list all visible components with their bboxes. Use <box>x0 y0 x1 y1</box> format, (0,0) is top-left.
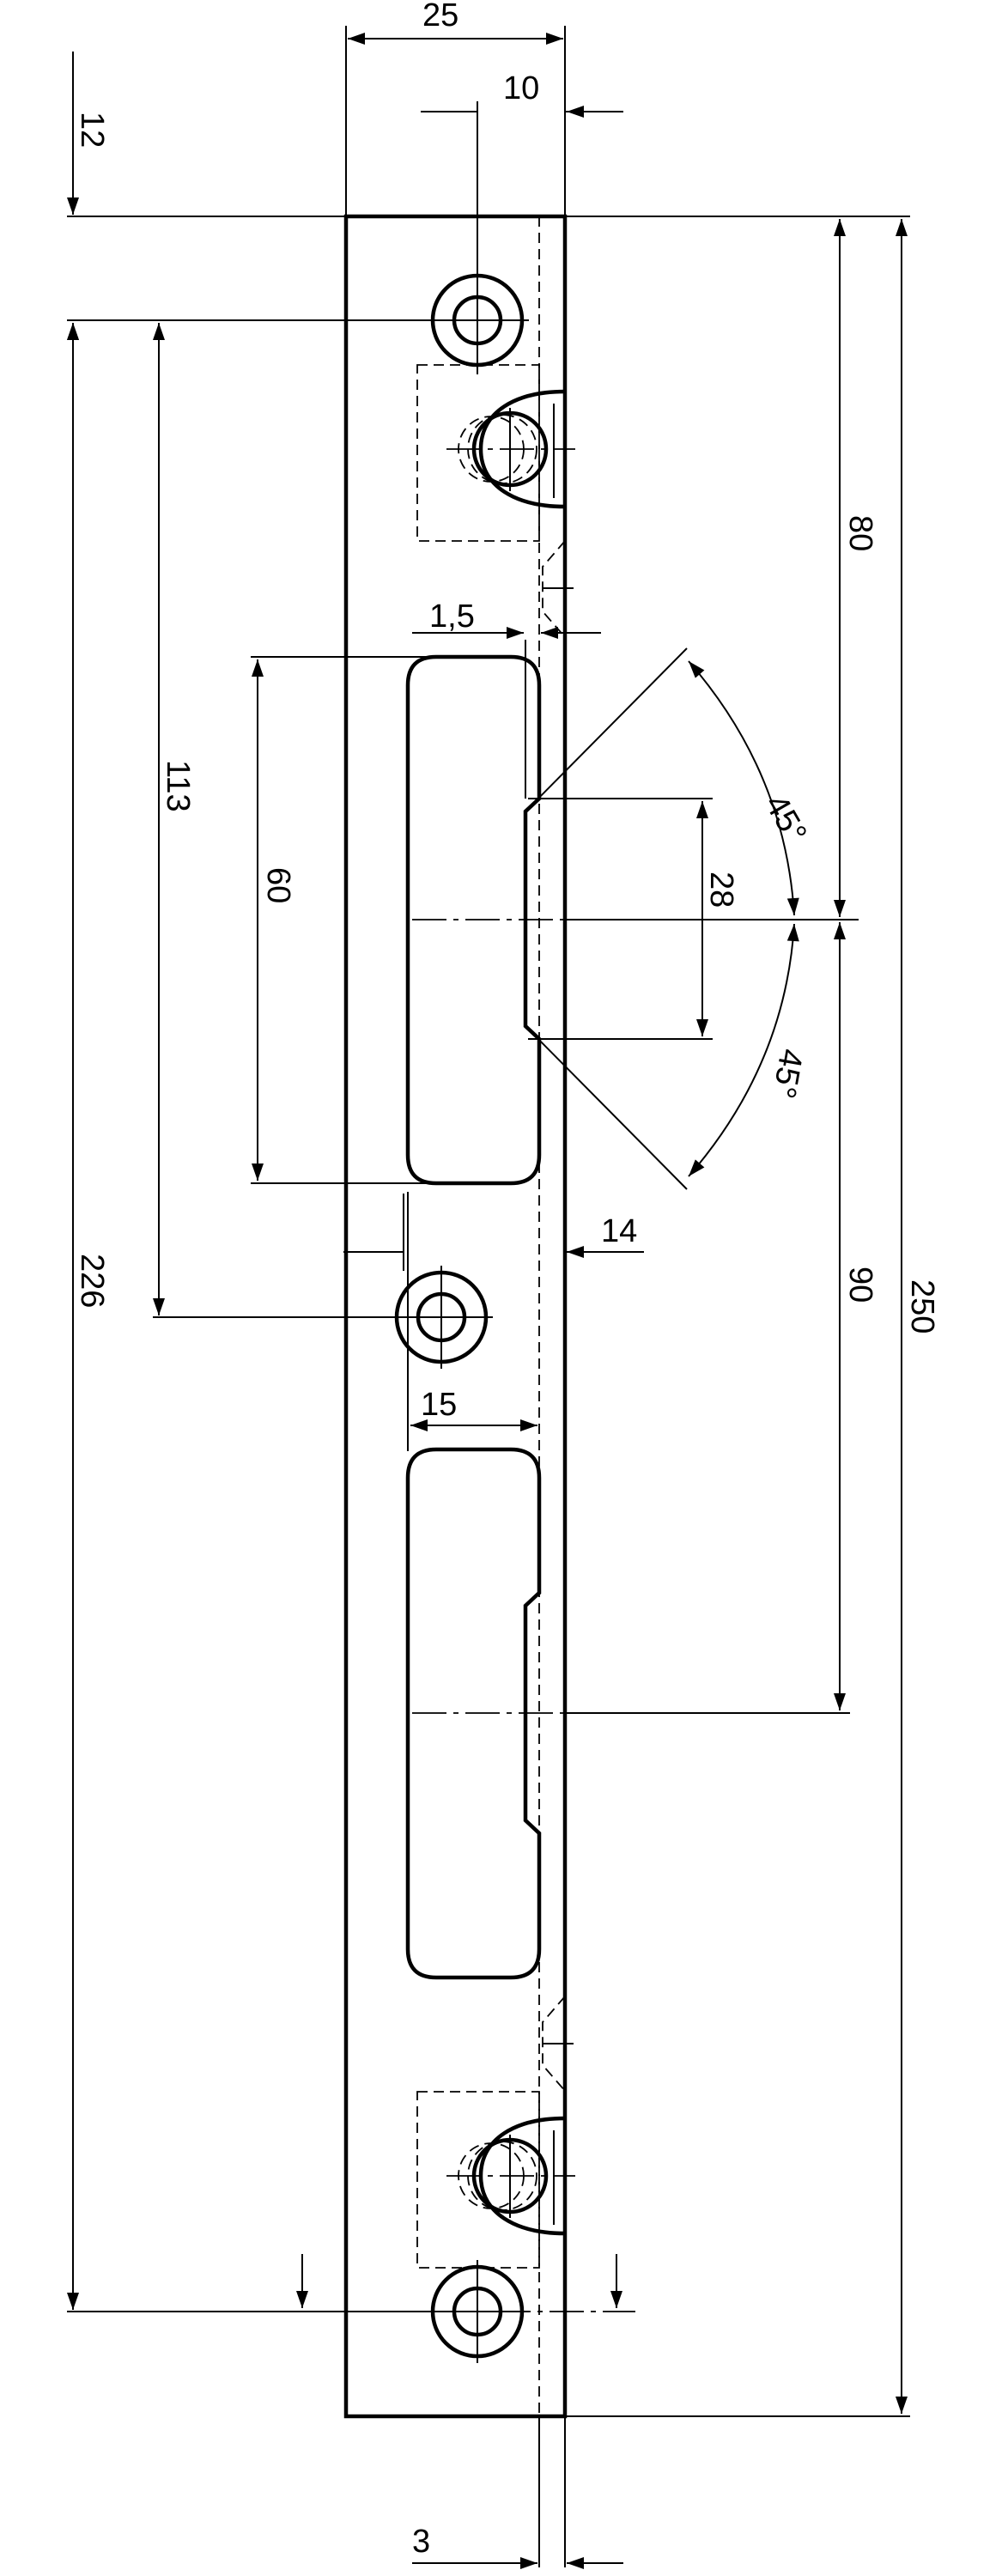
dimension-full-spacing: 226 <box>67 323 429 2312</box>
dim-label-top-to-latch: 80 <box>842 515 878 551</box>
dimension-center-hole-offset: 14 <box>343 1194 644 1271</box>
edge-chamfer-bottom <box>542 1996 574 2092</box>
dimension-cutout-length: 60 <box>251 656 434 1184</box>
dimension-angle-lower: 45° <box>525 923 809 1190</box>
dimension-total-width: 25 <box>345 0 566 215</box>
dimension-cutout-width: 15 <box>407 1192 537 1451</box>
roller-feature-top <box>416 364 575 542</box>
latch-cutout-lower <box>405 1447 575 1980</box>
dim-label-latch-height: 28 <box>703 872 739 908</box>
dimension-angle-upper: 45° <box>525 647 813 916</box>
dim-label-thickness: 3 <box>412 2524 430 2560</box>
dim-label-total-length: 250 <box>904 1279 940 1334</box>
dim-label-total-width: 25 <box>422 0 458 33</box>
dim-label-cutout-length: 60 <box>260 867 296 903</box>
dim-label-top-offset: 12 <box>74 112 110 148</box>
dim-label-cutout-width: 15 <box>421 1387 457 1423</box>
dim-label-lip-depth: 1,5 <box>429 598 475 635</box>
dim-label-hole-spacing: 113 <box>160 760 196 812</box>
dim-label-hole-offset: 10 <box>503 70 539 106</box>
latch-cutout-upper <box>405 654 575 1186</box>
screw-hole-top <box>426 268 529 374</box>
dimension-latch-to-bolt: 90 <box>565 922 878 1714</box>
dimension-top-to-latch: 80 <box>565 216 910 920</box>
dim-label-full-spacing: 226 <box>74 1254 110 1308</box>
dimension-total-length: 250 <box>565 219 940 2417</box>
dim-label-angle-lower: 45° <box>765 1046 809 1101</box>
dim-label-latch-to-bolt: 90 <box>842 1267 878 1303</box>
dimension-lip-depth: 1,5 <box>412 598 601 799</box>
dimension-hole-spacing: 113 <box>153 323 395 1318</box>
screw-hole-middle <box>390 1266 493 1369</box>
dim-label-angle-upper: 45° <box>757 789 813 850</box>
dimension-thickness: 3 <box>412 2524 623 2569</box>
section-arrows <box>296 2254 622 2308</box>
dimension-hole-offset: 10 <box>421 70 623 268</box>
dim-label-center-hole-offset: 14 <box>601 1213 637 1249</box>
roller-feature-bottom <box>416 2091 575 2269</box>
edge-chamfer-top <box>542 540 574 638</box>
